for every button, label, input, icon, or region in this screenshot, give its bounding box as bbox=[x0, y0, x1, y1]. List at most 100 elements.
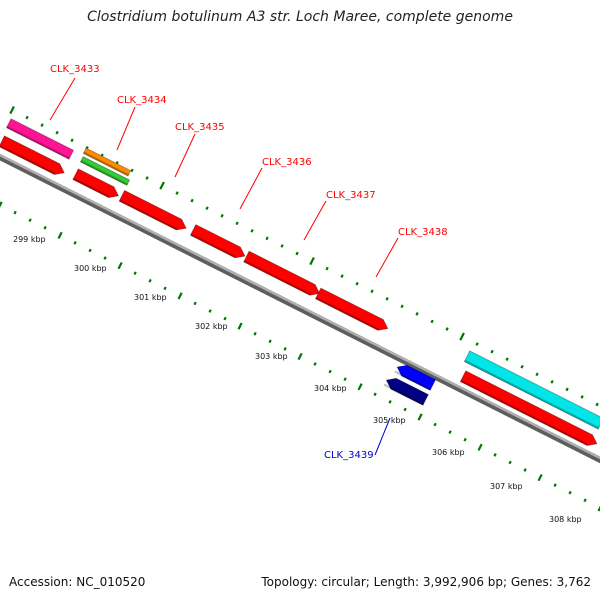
feature-orange bbox=[82, 147, 132, 177]
gene-reverse-blue bbox=[394, 364, 437, 391]
feature-green bbox=[79, 156, 131, 186]
tick-mark bbox=[13, 210, 17, 215]
tick-mark bbox=[568, 490, 572, 495]
gene-clk-3434 bbox=[72, 168, 120, 198]
leader-line bbox=[49, 77, 76, 121]
gene-clk-3436-shade bbox=[190, 233, 236, 258]
tick-mark bbox=[103, 256, 107, 260]
gene-label: CLK_3436 bbox=[262, 157, 312, 168]
tick-mark bbox=[433, 422, 437, 427]
tick-mark bbox=[130, 168, 134, 173]
gene-clk-3435-shape bbox=[118, 189, 187, 231]
tick-mark bbox=[283, 347, 287, 351]
feature-green-shape bbox=[79, 156, 131, 186]
tick-mark bbox=[400, 304, 404, 309]
ruler-label: 307 kbp bbox=[490, 482, 523, 491]
gene-clk-3437 bbox=[243, 250, 321, 296]
tick-mark bbox=[250, 229, 254, 233]
tick-mark bbox=[355, 281, 359, 286]
genome-summary-text: Topology: circular; Length: 3,992,906 bp… bbox=[261, 575, 591, 589]
ruler-label: 305 kbp bbox=[373, 416, 406, 425]
ruler-label: 299 kbp bbox=[13, 235, 46, 244]
tick-mark bbox=[493, 453, 497, 457]
leader-line bbox=[116, 106, 136, 151]
leader-line bbox=[375, 237, 399, 278]
gene-clk-3434-shape bbox=[72, 168, 120, 198]
tick-mark bbox=[297, 352, 303, 361]
tick-mark bbox=[373, 392, 377, 397]
tick-mark bbox=[490, 349, 494, 354]
tick-mark bbox=[159, 181, 165, 190]
tick-mark bbox=[295, 251, 299, 256]
ruler-label: 300 kbp bbox=[74, 264, 107, 273]
tick-row-bottom bbox=[0, 201, 600, 512]
gene-clk-3438-shade bbox=[315, 296, 379, 331]
tick-mark bbox=[520, 364, 524, 369]
gene-right-partial bbox=[459, 370, 598, 446]
ruler-label: 306 kbp bbox=[432, 448, 465, 457]
tick-mark bbox=[223, 316, 227, 321]
gene-clk-3433-shape bbox=[0, 135, 65, 175]
tick-mark bbox=[220, 213, 224, 218]
tick-mark bbox=[388, 400, 392, 404]
tick-mark bbox=[40, 123, 44, 127]
gene-clk-3438 bbox=[314, 287, 389, 331]
tick-mark bbox=[583, 498, 587, 503]
leader-line bbox=[239, 167, 263, 210]
gene-right-partial-shape bbox=[459, 370, 598, 446]
tick-mark bbox=[357, 383, 363, 391]
map-title: Clostridium botulinum A3 str. Loch Maree… bbox=[87, 9, 513, 25]
tick-mark bbox=[445, 327, 449, 331]
ruler-label: 301 kbp bbox=[134, 293, 167, 302]
feature-pink-shade bbox=[6, 125, 70, 160]
tick-mark bbox=[265, 236, 269, 241]
gene-clk-3439-shape bbox=[385, 377, 429, 406]
tick-mark bbox=[340, 274, 344, 278]
tick-mark bbox=[325, 266, 329, 271]
gene-clk-3439-shade bbox=[383, 383, 424, 406]
tick-mark bbox=[550, 380, 554, 384]
tick-mark bbox=[145, 176, 149, 180]
gene-clk-3439 bbox=[383, 377, 429, 406]
gene-clk-3433 bbox=[0, 135, 65, 175]
ruler-label: 302 kbp bbox=[195, 322, 228, 331]
leader-line bbox=[374, 417, 391, 456]
leader-line bbox=[303, 200, 327, 241]
tick-mark bbox=[253, 331, 257, 336]
tick-mark bbox=[459, 332, 465, 341]
label-leaders bbox=[49, 77, 399, 456]
tick-mark bbox=[57, 231, 63, 239]
tick-mark bbox=[208, 309, 212, 313]
tick-mark bbox=[463, 437, 467, 442]
tick-mark bbox=[28, 218, 32, 223]
gene-label: CLK_3438 bbox=[398, 227, 448, 238]
tick-mark bbox=[133, 271, 137, 276]
genome-backbone bbox=[0, 153, 600, 464]
gene-clk-3436-shape bbox=[189, 224, 246, 259]
tick-mark bbox=[193, 301, 197, 306]
gene-clk-3436 bbox=[189, 224, 246, 259]
feature-pink bbox=[5, 118, 75, 160]
tick-mark bbox=[523, 468, 527, 472]
tick-mark bbox=[9, 105, 15, 115]
leader-line bbox=[174, 133, 196, 178]
tick-mark bbox=[43, 225, 47, 230]
gene-clk-3437-shade bbox=[243, 260, 311, 296]
tick-mark bbox=[235, 221, 239, 226]
tick-mark bbox=[55, 130, 59, 135]
feature-cyan bbox=[463, 350, 600, 430]
tick-mark bbox=[417, 413, 423, 421]
gene-label: CLK_3439 bbox=[324, 450, 374, 461]
tick-mark bbox=[117, 261, 123, 270]
tick-mark bbox=[580, 395, 584, 399]
gene-clk-3435 bbox=[118, 189, 187, 231]
feature-cyan-shape bbox=[463, 350, 600, 430]
tick-mark bbox=[370, 289, 374, 294]
feature-orange-shade bbox=[83, 151, 129, 176]
gene-clk-3433-shade bbox=[0, 144, 56, 175]
feature-pink-shape bbox=[5, 118, 75, 160]
tick-mark bbox=[508, 460, 512, 465]
gene-reverse-blue-shade bbox=[394, 370, 432, 391]
tick-mark bbox=[0, 201, 3, 209]
